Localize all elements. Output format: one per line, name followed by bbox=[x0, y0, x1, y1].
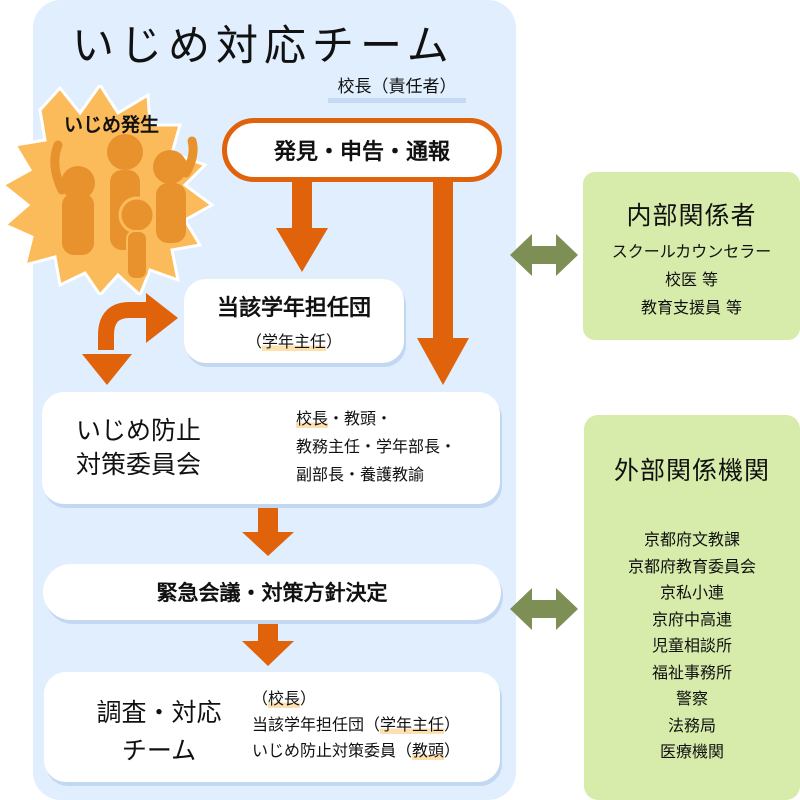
grade-head-highlight: 学年主任 bbox=[261, 332, 326, 351]
investigation-team-box: 調査・対応 チーム （校長） 当該学年担任団（学年主任） いじめ防止対策委員（教… bbox=[44, 672, 500, 782]
internal-title: 内部関係者 bbox=[626, 201, 757, 230]
internal-stakeholders-box: 内部関係者 スクールカウンセラー 校医 等 教育支援員 等 bbox=[583, 172, 800, 340]
list-item: 京都府文教課 bbox=[643, 530, 740, 549]
grade-team-title: 当該学年担任団 bbox=[216, 296, 371, 321]
paren: ） bbox=[300, 689, 317, 708]
list-item: 医療機関 bbox=[659, 742, 724, 761]
highlight: 教頭 bbox=[412, 741, 445, 760]
discovery-box: 発見・申告・通報 bbox=[222, 118, 502, 182]
committee-members: 校長・教頭・ 教務主任・学年部長・ 副部長・養護教諭 bbox=[296, 405, 456, 489]
list-item: 児童相談所 bbox=[651, 636, 732, 655]
emergency-label: 緊急会議・対策方針決定 bbox=[156, 581, 388, 605]
paren: （ bbox=[252, 689, 269, 708]
double-arrow-icon bbox=[510, 588, 578, 630]
list-item: 京府中高連 bbox=[651, 609, 732, 629]
arrow-discovery-to-grade bbox=[276, 180, 328, 272]
list-item: 警察 bbox=[675, 689, 708, 708]
list-item: スクールカウンセラー bbox=[611, 242, 772, 261]
external-title: 外部関係機関 bbox=[613, 456, 770, 485]
members-text: いじめ防止対策委員（ bbox=[252, 741, 413, 760]
internal-list: スクールカウンセラー 校医 等 教育支援員 等 bbox=[583, 238, 800, 322]
arrow-emergency-to-investigation bbox=[242, 617, 294, 666]
principal-highlight: 校長 bbox=[296, 409, 329, 428]
burst-shape bbox=[0, 85, 215, 295]
highlight: 校長 bbox=[268, 689, 301, 708]
committee-title-line: 対策委員会 bbox=[76, 450, 202, 479]
list-item: 京都府教育委員会 bbox=[627, 556, 756, 576]
list-item: 法務局 bbox=[667, 715, 716, 735]
principal-label: 校長（責任者） bbox=[328, 72, 466, 103]
discovery-label: 発見・申告・通報 bbox=[273, 140, 450, 165]
highlight: 学年主任 bbox=[380, 715, 445, 734]
list-item: 福祉事務所 bbox=[651, 662, 732, 682]
people-in-distress-icon bbox=[50, 134, 198, 280]
committee-title: いじめ防止 対策委員会 bbox=[76, 414, 201, 482]
investigation-title: 調査・対応 チーム bbox=[64, 694, 254, 770]
external-agencies-box: 外部関係機関 京都府文教課 京都府教育委員会 京私小連 京府中高連 児童相談所 … bbox=[584, 415, 800, 800]
committee-box: いじめ防止 対策委員会 校長・教頭・ 教務主任・学年部長・ 副部長・養護教諭 bbox=[42, 392, 500, 504]
paren: （ bbox=[245, 332, 262, 351]
arrow-committee-to-emergency bbox=[242, 507, 294, 556]
page-title: いじめ対応チーム bbox=[72, 21, 455, 70]
members-text: ・教頭・ bbox=[328, 409, 393, 428]
incident-burst bbox=[0, 85, 215, 295]
members-text: 当該学年担任団（ bbox=[252, 715, 381, 734]
curved-arrow-grade-committee bbox=[82, 293, 178, 385]
list-item: 校医 等 bbox=[664, 270, 719, 289]
flow-arrows bbox=[82, 180, 469, 666]
members-text: 教務主任・学年部長・ bbox=[296, 437, 457, 456]
investigation-members: （校長） 当該学年担任団（学年主任） いじめ防止対策委員（教頭） bbox=[252, 686, 460, 764]
paren: ） bbox=[444, 715, 461, 734]
incident-label: いじめ発生 bbox=[64, 114, 160, 136]
double-arrow-icon bbox=[510, 234, 578, 276]
grade-team-sub: （学年主任） bbox=[246, 328, 342, 352]
list-item: 京私小連 bbox=[659, 583, 724, 602]
paren: ） bbox=[326, 332, 343, 351]
emergency-meeting-box: 緊急会議・対策方針決定 bbox=[43, 564, 501, 620]
committee-title-line: いじめ防止 bbox=[76, 416, 202, 445]
arrow-discovery-to-committee bbox=[417, 180, 469, 385]
members-text: 副部長・養護教諭 bbox=[296, 465, 425, 484]
grade-team-box: 当該学年担任団 （学年主任） bbox=[184, 279, 404, 363]
investigation-title-line: チーム bbox=[121, 736, 197, 765]
external-list: 京都府文教課 京都府教育委員会 京私小連 京府中高連 児童相談所 福祉事務所 警… bbox=[584, 527, 800, 766]
list-item: 教育支援員 等 bbox=[640, 298, 743, 317]
paren: ） bbox=[444, 741, 461, 760]
investigation-title-line: 調査・対応 bbox=[96, 698, 222, 727]
